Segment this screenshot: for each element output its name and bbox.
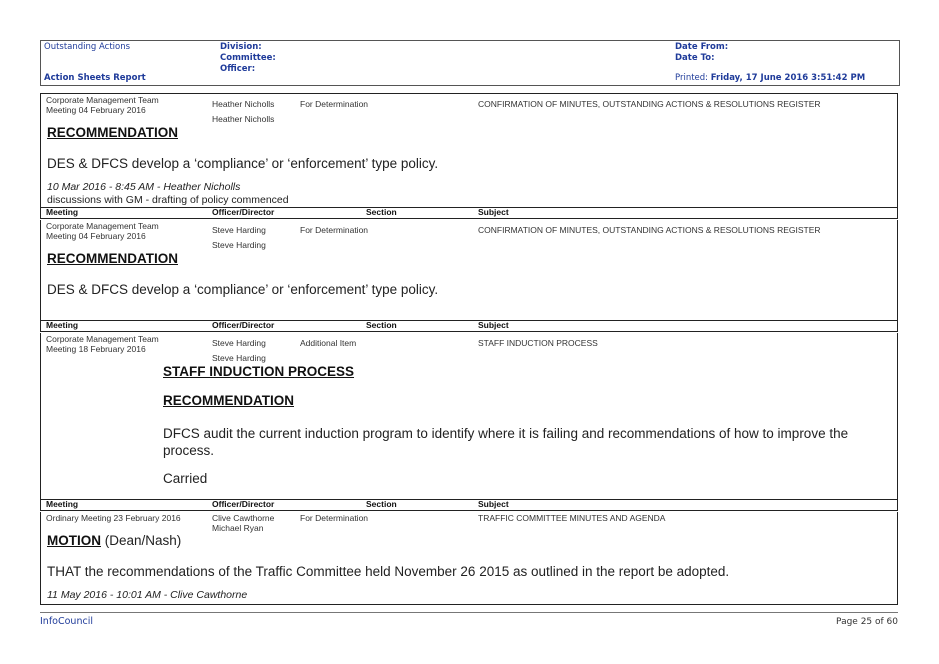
record-text-line: process. <box>163 443 215 458</box>
record-heading: RECOMMENDATION <box>163 393 294 408</box>
col-meeting: Meeting <box>46 499 79 509</box>
column-header-row: Meeting Officer/Director Section Subject <box>40 207 898 219</box>
motion-movers: (Dean/Nash) <box>101 533 182 548</box>
report-header: Outstanding Actions Action Sheets Report… <box>40 40 900 86</box>
col-meeting: Meeting <box>46 207 79 217</box>
col-section: Section <box>366 320 397 330</box>
director-name: Michael Ryan <box>212 523 264 533</box>
meeting-name: Corporate Management Team <box>46 334 159 344</box>
subject-cell: CONFIRMATION OF MINUTES, OUTSTANDING ACT… <box>478 225 821 235</box>
record-heading: MOTION <box>47 533 101 548</box>
officer-cell: Clive Cawthorne Michael Ryan <box>212 513 274 533</box>
meeting-date: Meeting 18 February 2016 <box>46 344 146 354</box>
record-heading: RECOMMENDATION <box>47 125 178 140</box>
record-text-line: DFCS audit the current induction program… <box>163 426 849 441</box>
officer-name: Clive Cawthorne <box>212 513 275 523</box>
section-cell: Additional Item <box>300 338 357 348</box>
page-number: Page 25 of 60 <box>836 617 898 627</box>
meeting-name: Corporate Management Team <box>46 95 159 105</box>
record-text: DES & DFCS develop a ‘compliance’ or ‘en… <box>47 156 439 171</box>
note-header: 11 May 2016 - 10:01 AM - Clive Cawthorne <box>47 589 248 601</box>
officer-label: Officer: <box>220 64 256 74</box>
col-officer: Officer/Director <box>212 499 275 509</box>
officer-name: Heather Nicholls <box>212 99 275 109</box>
director-name: Steve Harding <box>212 240 266 250</box>
col-subject: Subject <box>478 499 509 509</box>
committee-label: Committee: <box>220 53 276 63</box>
meeting-cell: Corporate Management Team Meeting 18 Feb… <box>46 334 159 354</box>
action-record: Ordinary Meeting 23 February 2016 Clive … <box>40 512 898 605</box>
col-officer: Officer/Director <box>212 320 275 330</box>
date-from-label: Date From: <box>675 42 729 52</box>
report-type: Action Sheets Report <box>44 73 146 83</box>
column-header-row: Meeting Officer/Director Section Subject <box>40 499 898 511</box>
section-cell: For Determination <box>300 225 369 235</box>
item-title: STAFF INDUCTION PROCESS <box>163 364 355 379</box>
col-section: Section <box>366 499 397 509</box>
section-cell: For Determination <box>300 513 369 523</box>
record-text: DES & DFCS develop a ‘compliance’ or ‘en… <box>47 282 439 297</box>
footer-brand: InfoCouncil <box>40 616 93 627</box>
col-meeting: Meeting <box>46 320 79 330</box>
meeting-date: Meeting 04 February 2016 <box>46 105 146 115</box>
record-text: DFCS audit the current induction program… <box>163 425 848 459</box>
record-text: THAT the recommendations of the Traffic … <box>47 564 730 579</box>
meeting-name: Corporate Management Team <box>46 221 159 231</box>
motion-heading: MOTION (Dean/Nash) <box>47 533 181 548</box>
note-body: discussions with GM - drafting of policy… <box>47 194 289 206</box>
note-header: 10 Mar 2016 - 8:45 AM - Heather Nicholls <box>47 181 241 193</box>
section-cell: For Determination <box>300 99 369 109</box>
report-name: Outstanding Actions <box>44 42 131 52</box>
subject-cell: TRAFFIC COMMITTEE MINUTES AND AGENDA <box>478 513 666 523</box>
subject-cell: STAFF INDUCTION PROCESS <box>478 338 598 348</box>
printed-stamp: Printed: Friday, 17 June 2016 3:51:42 PM <box>675 73 865 83</box>
director-name: Steve Harding <box>212 353 266 363</box>
col-subject: Subject <box>478 320 509 330</box>
division-label: Division: <box>220 42 262 52</box>
printed-label: Printed: <box>675 73 709 83</box>
action-record: Corporate Management Team Meeting 04 Feb… <box>40 220 898 320</box>
printed-value: Friday, 17 June 2016 3:51:42 PM <box>710 73 866 83</box>
meeting-name: Ordinary Meeting 23 February 2016 <box>46 513 181 523</box>
record-outcome: Carried <box>163 471 208 486</box>
subject-cell: CONFIRMATION OF MINUTES, OUTSTANDING ACT… <box>478 99 821 109</box>
officer-name: Steve Harding <box>212 225 266 235</box>
action-record: Corporate Management Team Meeting 18 Feb… <box>40 333 898 499</box>
meeting-date: Meeting 04 February 2016 <box>46 231 146 241</box>
director-name: Heather Nicholls <box>212 114 275 124</box>
date-to-label: Date To: <box>675 53 715 63</box>
col-section: Section <box>366 207 397 217</box>
officer-name: Steve Harding <box>212 338 266 348</box>
meeting-cell: Corporate Management Team Meeting 04 Feb… <box>46 95 159 115</box>
record-heading: RECOMMENDATION <box>47 251 178 266</box>
column-header-row: Meeting Officer/Director Section Subject <box>40 320 898 332</box>
col-officer: Officer/Director <box>212 207 275 217</box>
meeting-cell: Corporate Management Team Meeting 04 Feb… <box>46 221 159 241</box>
col-subject: Subject <box>478 207 509 217</box>
footer-divider <box>40 612 898 613</box>
action-record: Corporate Management Team Meeting 04 Feb… <box>40 93 898 208</box>
